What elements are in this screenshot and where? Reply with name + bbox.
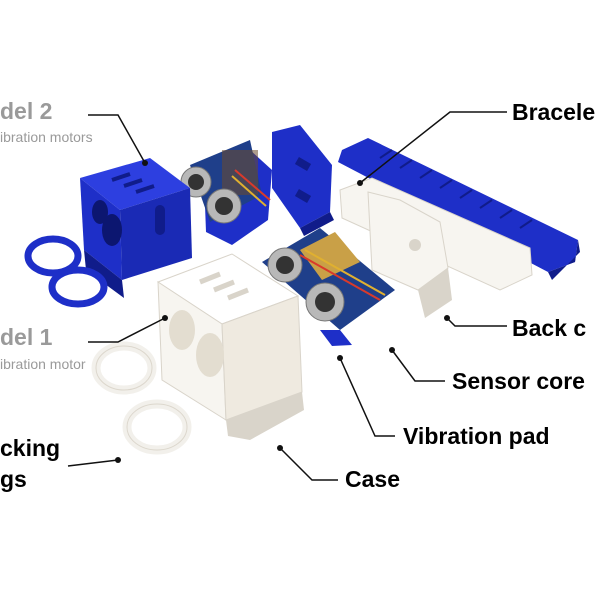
model2-subtitle: ibration motors	[0, 129, 93, 145]
white-back-cover	[339, 177, 533, 318]
blue-bracelet	[338, 138, 580, 280]
blue-packing-rings	[24, 235, 108, 308]
case-label: Case	[345, 466, 400, 492]
blue-case	[80, 158, 192, 298]
leader-case	[279, 447, 338, 481]
packing-rings-label-line2: gs	[0, 466, 27, 492]
leader-bracelet	[359, 111, 507, 184]
packing-rings-label-line1: cking	[0, 435, 61, 461]
model1-title: del 1	[0, 324, 53, 350]
bracelet-label: Bracele	[512, 99, 596, 125]
leader-model2	[88, 114, 146, 164]
back-cover-label: Back c	[512, 315, 587, 341]
white-packing-rings	[91, 341, 192, 455]
leader-endpoints	[115, 160, 450, 463]
leader-packing-rings	[67, 459, 119, 467]
leader-sensor-core	[391, 349, 445, 382]
blue-back-cover	[272, 125, 334, 236]
leader-lines	[67, 111, 507, 481]
leader-model1	[88, 317, 166, 343]
vibration-pad-label: Vibration pad	[403, 423, 550, 449]
white-case	[156, 253, 304, 440]
sensor-core-label: Sensor core	[452, 368, 585, 394]
blue-sensor-core	[180, 140, 272, 245]
model1-subtitle: ibration motor	[0, 356, 86, 372]
model2-title: del 2	[0, 98, 53, 124]
sensor-core	[262, 228, 395, 346]
leader-vibration-pad	[339, 357, 395, 437]
leader-back-cover	[446, 317, 507, 327]
